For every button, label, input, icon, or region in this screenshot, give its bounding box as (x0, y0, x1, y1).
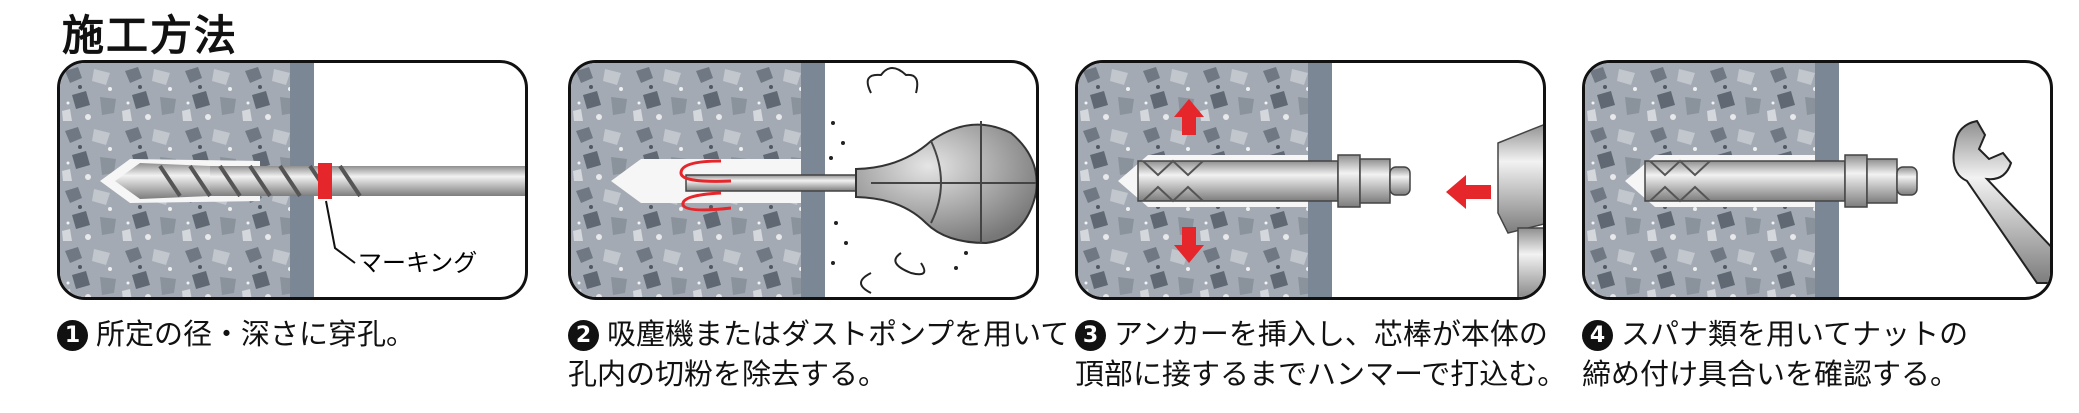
step-1-illustration: マーキング (60, 63, 525, 297)
core-rod-head (1896, 166, 1918, 196)
caption-line: 孔内の切粉を除去する。 (568, 357, 888, 391)
step-4-illustration (1585, 63, 2050, 297)
step-3-panel (1075, 60, 1546, 300)
step-3-caption: 3 アンカーを挿入し、芯棒が本体の 頂部に接するまでハンマーで打込む。 (1075, 314, 1566, 394)
caption-line: 所定の径・深さに穿孔。 (96, 317, 416, 351)
dust-pump-nozzle (685, 174, 857, 192)
step-1-caption: 1 所定の径・深さに穿孔。 (57, 314, 415, 354)
expand-arrow-up (1182, 115, 1196, 135)
step-number-badge: 4 (1582, 320, 1613, 351)
caption-line: スパナ類を用いてナットの (1621, 317, 1969, 351)
drill-bit (210, 166, 525, 196)
hammer-head (1497, 124, 1543, 234)
marking-label: マーキング (358, 249, 477, 277)
washer (1844, 154, 1868, 208)
caption-line: アンカーを挿入し、芯棒が本体の (1114, 317, 1548, 351)
spanner-icon (1952, 119, 2050, 284)
step-4-caption: 4 スパナ類を用いてナットの 締め付け具合いを確認する。 (1582, 314, 1968, 394)
anchor-expansion-sleeve (1649, 159, 1711, 203)
step-1-panel: マーキング (57, 60, 528, 300)
step-2-panel (568, 60, 1039, 300)
step-3-illustration (1078, 63, 1543, 297)
caption-line: 頂部に接するまでハンマーで打込む。 (1075, 357, 1567, 391)
drill-tip (115, 163, 210, 199)
core-rod-head (1389, 166, 1411, 196)
anchor-body (1644, 160, 1846, 202)
drill-flutes (158, 164, 362, 198)
marking-leader-line (325, 200, 356, 264)
dust-clouds (860, 67, 926, 294)
step-2-caption: 2 吸塵機またはダストポンプを用いて 孔内の切粉を除去する。 (568, 314, 1069, 394)
page-title: 施工方法 (62, 11, 239, 60)
step-number-badge: 1 (57, 320, 88, 351)
bulb-seams (871, 121, 1036, 243)
nut (1866, 158, 1898, 204)
airflow-arrows (679, 159, 732, 212)
step-2-illustration (571, 63, 1036, 297)
step-number-badge: 3 (1075, 320, 1106, 351)
caption-line: 締め付け具合いを確認する。 (1582, 357, 1960, 391)
expand-arrow-down (1182, 227, 1196, 247)
anchor-expansion-sleeve (1142, 159, 1204, 203)
hammer-arrow (1463, 185, 1491, 199)
caption-line: 吸塵機またはダストポンプを用いて (607, 317, 1070, 351)
anchor-body (1137, 160, 1339, 202)
hammer-handle (1517, 227, 1543, 297)
washer (1337, 154, 1361, 208)
step-4-panel (1582, 60, 2053, 300)
nut (1359, 158, 1391, 204)
marking-band (318, 163, 332, 199)
step-number-badge: 2 (568, 320, 599, 351)
